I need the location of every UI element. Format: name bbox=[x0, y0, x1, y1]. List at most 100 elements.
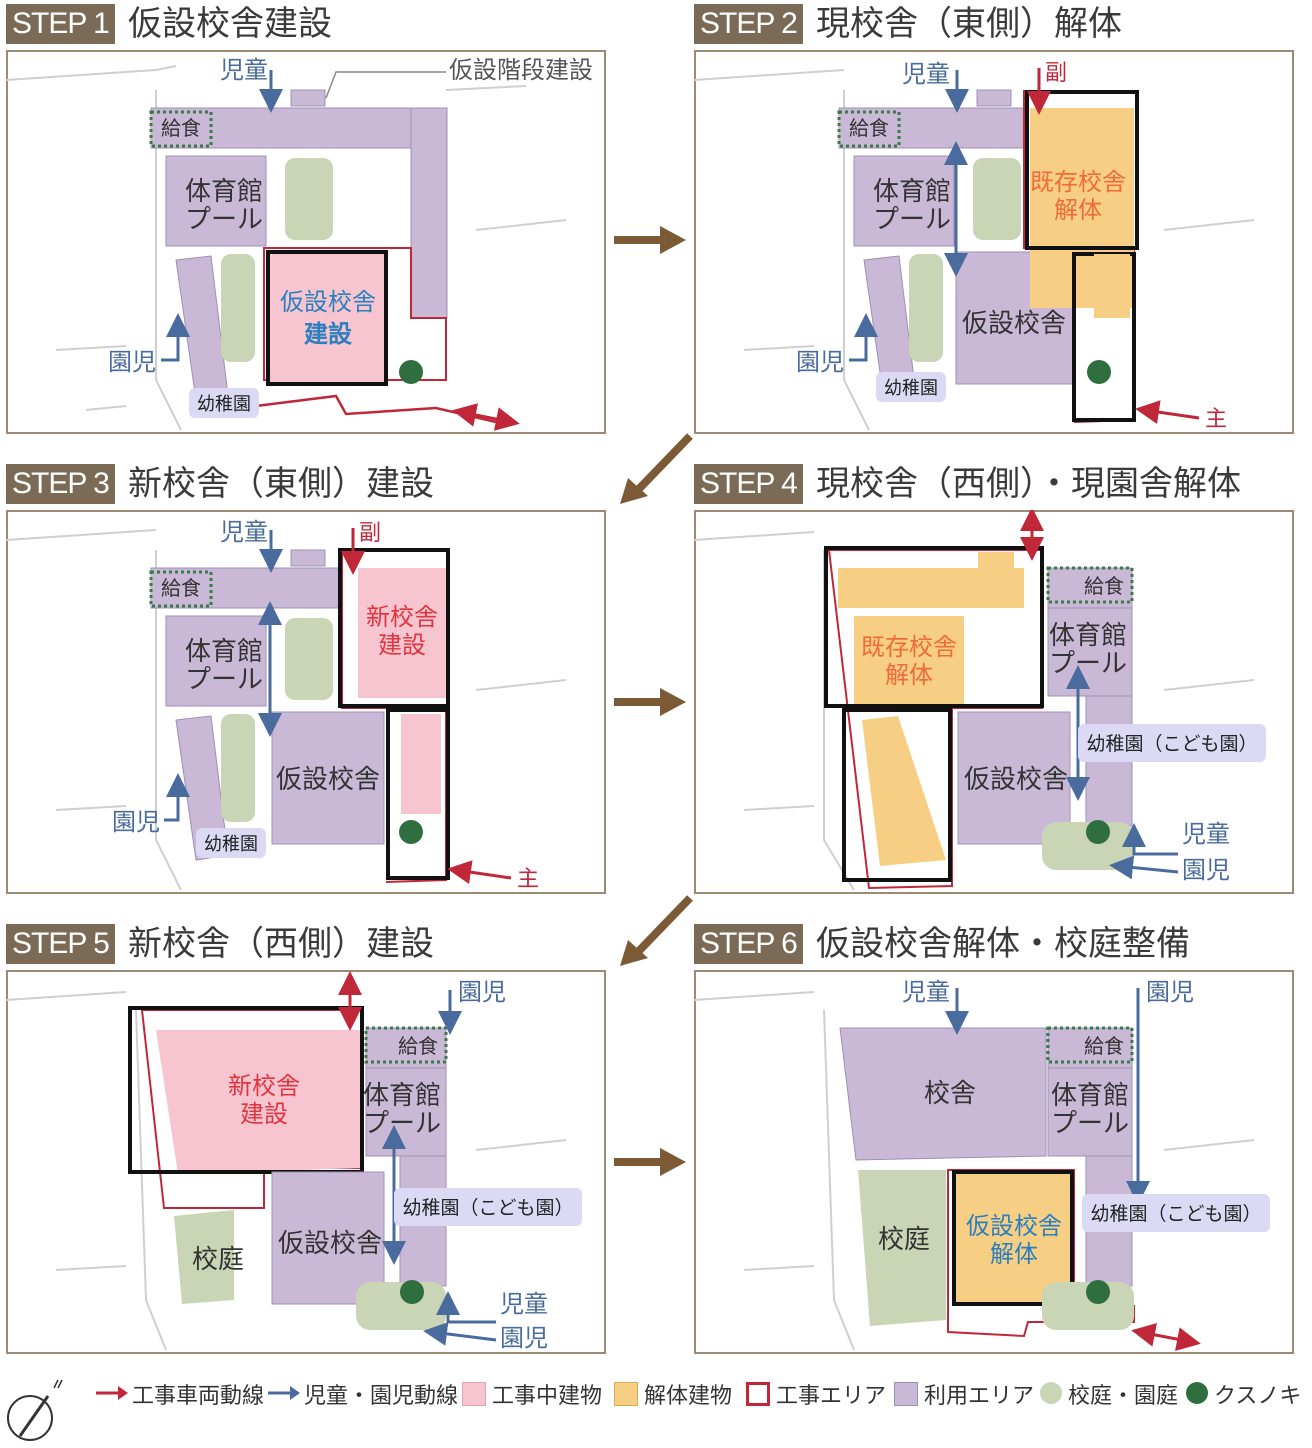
new-build-label-2: 建設 bbox=[378, 631, 426, 659]
kyushoku-label: 給食 bbox=[1084, 574, 1124, 598]
fuku-label: 副 bbox=[359, 521, 381, 546]
step-badge: STEP 6 bbox=[694, 924, 803, 964]
step-title: 新校舎（西側）建設 bbox=[128, 924, 434, 964]
step-3-panel: STEP 3 新校舎（東側）建設 給食 体育館 プール 仮設校舎 新校舎 建設 … bbox=[6, 462, 606, 894]
jido-label: 児童 bbox=[500, 1290, 548, 1318]
jido-label: 児童 bbox=[1182, 820, 1230, 848]
pool-label: プール bbox=[1051, 1109, 1129, 1139]
step-2-panel: STEP 2 現校舎（東側）解体 給食 体育館 プール 仮設校舎 既存校舎 解体… bbox=[694, 2, 1294, 434]
red-arrow-icon bbox=[96, 1386, 128, 1400]
step-title: 新校舎（東側）建設 bbox=[128, 464, 434, 504]
exist-demo-label-1: 既存校舎 bbox=[861, 633, 957, 661]
gym-label: 体育館 bbox=[363, 1081, 441, 1111]
step-header: STEP 1 仮設校舎建設 bbox=[6, 2, 606, 46]
flow-arrow-diag-1 bbox=[620, 433, 693, 504]
kindergarten-label: 幼稚園 bbox=[204, 834, 258, 855]
step-header: STEP 2 現校舎（東側）解体 bbox=[694, 2, 1294, 46]
kindergarten-label: 幼稚園（こども園） bbox=[402, 1197, 573, 1219]
enji-label: 園児 bbox=[108, 348, 156, 376]
kyushoku-label: 給食 bbox=[161, 576, 201, 600]
enji-label-top: 園児 bbox=[458, 978, 506, 1006]
school-label: 校舎 bbox=[924, 1079, 976, 1109]
step-1-panel: STEP 1 仮設校舎建設 給食 体育館 プール 仮設校舎 建設 児童 仮設階段… bbox=[6, 2, 606, 434]
temp-school-label: 仮設校舎 bbox=[278, 1229, 382, 1259]
kotei-label: 校庭 bbox=[192, 1245, 244, 1275]
kyushoku-label: 給食 bbox=[161, 116, 201, 140]
legend-label: 工事車両動線 bbox=[132, 1384, 265, 1409]
pool-label: プール bbox=[185, 205, 263, 235]
kindergarten-label: 幼稚園 bbox=[197, 394, 251, 415]
tree-swatch bbox=[1186, 1382, 1208, 1404]
jido-label: 児童 bbox=[220, 518, 268, 546]
step-header: STEP 3 新校舎（東側）建設 bbox=[6, 462, 606, 506]
step-title: 仮設校舎解体・校庭整備 bbox=[816, 924, 1190, 964]
step-1-map: 給食 体育館 プール 仮設校舎 建設 児童 仮設階段建設 園児 幼稚園 bbox=[6, 50, 606, 434]
orange-swatch bbox=[614, 1382, 638, 1406]
blue-arrow-icon bbox=[268, 1386, 300, 1400]
enji-label: 園児 bbox=[796, 348, 844, 376]
legend-label: 工事エリア bbox=[776, 1384, 887, 1409]
enji-label: 園児 bbox=[112, 808, 160, 836]
pool-label: プール bbox=[363, 1109, 441, 1139]
step-badge: STEP 5 bbox=[6, 924, 115, 964]
step-badge: STEP 1 bbox=[6, 4, 115, 44]
kyushoku-label: 給食 bbox=[398, 1034, 438, 1058]
legend-label: クスノキ bbox=[1214, 1384, 1302, 1409]
new-build-label-1: 新校舎 bbox=[366, 603, 438, 631]
step-5-map: 新校舎 建設 給食 体育館 プール 仮設校舎 校庭 園児 幼稚園（こども園） 児… bbox=[6, 970, 606, 1354]
step-badge: STEP 2 bbox=[694, 4, 803, 44]
step-header: STEP 6 仮設校舎解体・校庭整備 bbox=[694, 922, 1294, 966]
step-3-map: 給食 体育館 プール 仮設校舎 新校舎 建設 児童 副 主 園児 幼稚園 bbox=[6, 510, 606, 894]
kusunoki-tree bbox=[1086, 1280, 1110, 1304]
kindergarten-label: 幼稚園（こども園） bbox=[1090, 1203, 1261, 1225]
temp-demo-label-1: 仮設校舎 bbox=[966, 1212, 1062, 1240]
compass-icon bbox=[7, 1379, 63, 1441]
fuku-label: 副 bbox=[1045, 61, 1067, 86]
jido-label: 児童 bbox=[902, 60, 950, 88]
flow-arrow-right-3 bbox=[614, 1148, 686, 1176]
enji-label: 園児 bbox=[1182, 856, 1230, 884]
kotei-label: 校庭 bbox=[878, 1225, 930, 1255]
gym-label: 体育館 bbox=[185, 637, 263, 667]
gym-label: 体育館 bbox=[185, 177, 263, 207]
pool-label: プール bbox=[1049, 649, 1127, 679]
temp-build-label-1: 仮設校舎 bbox=[280, 288, 376, 316]
kindergarten-label: 幼稚園（こども園） bbox=[1086, 733, 1257, 755]
purple-swatch bbox=[894, 1382, 918, 1406]
kusunoki-tree bbox=[1086, 820, 1110, 844]
step-6-map: 校舎 給食 体育館 プール 校庭 仮設校舎 解体 児童 園児 幼稚園（こども園） bbox=[694, 970, 1294, 1354]
step-4-map: 既存校舎 解体 給食 体育館 プール 仮設校舎 幼稚園（こども園） 児童 園児 bbox=[694, 510, 1294, 894]
new-build-label-1: 新校舎 bbox=[228, 1072, 300, 1100]
exist-demo-label-2: 解体 bbox=[1054, 196, 1102, 224]
kusunoki-tree bbox=[400, 1280, 424, 1304]
flow-arrow-right-2 bbox=[614, 688, 686, 716]
legend-label: 児童・園児動線 bbox=[304, 1384, 459, 1409]
kusunoki-tree bbox=[399, 820, 423, 844]
jido-label: 児童 bbox=[220, 56, 268, 84]
gym-label: 体育館 bbox=[1049, 621, 1127, 651]
step-title: 仮設校舎建設 bbox=[128, 4, 332, 44]
temp-stairs-label: 仮設階段建設 bbox=[449, 56, 593, 84]
step-badge: STEP 4 bbox=[694, 464, 803, 504]
flow-arrow-right-1 bbox=[614, 226, 686, 254]
pool-label: プール bbox=[185, 665, 263, 695]
step-2-map: 給食 体育館 プール 仮設校舎 既存校舎 解体 児童 副 主 園児 幼稚園 bbox=[694, 50, 1294, 434]
new-build-label-2: 建設 bbox=[240, 1100, 288, 1128]
step-5-panel: STEP 5 新校舎（西側）建設 新校舎 建設 給食 体育館 プール 仮設校舎 … bbox=[6, 922, 606, 1354]
temp-school-label: 仮設校舎 bbox=[964, 765, 1068, 795]
gym-label: 体育館 bbox=[1051, 1081, 1129, 1111]
legend-label: 校庭・園庭 bbox=[1068, 1384, 1179, 1409]
gym-label: 体育館 bbox=[873, 177, 951, 207]
kyushoku-label: 給食 bbox=[1084, 1034, 1124, 1058]
step-header: STEP 4 現校舎（西側）・現園舎解体 bbox=[694, 462, 1294, 506]
legend: 工事車両動線 児童・園児動線 工事中建物 解体建物 工事エリア 利用エリア 校庭… bbox=[0, 1360, 1312, 1448]
temp-build-label-2: 建設 bbox=[304, 320, 353, 348]
temp-school-label: 仮設校舎 bbox=[962, 309, 1066, 339]
legend-label: 工事中建物 bbox=[492, 1384, 603, 1409]
green-swatch bbox=[1040, 1382, 1062, 1404]
step-badge: STEP 3 bbox=[6, 464, 115, 504]
temp-demo-label-2: 解体 bbox=[990, 1240, 1038, 1268]
kindergarten-label: 幼稚園 bbox=[884, 378, 938, 399]
kusunoki-tree bbox=[1087, 360, 1111, 384]
shu-label: 主 bbox=[517, 867, 539, 892]
